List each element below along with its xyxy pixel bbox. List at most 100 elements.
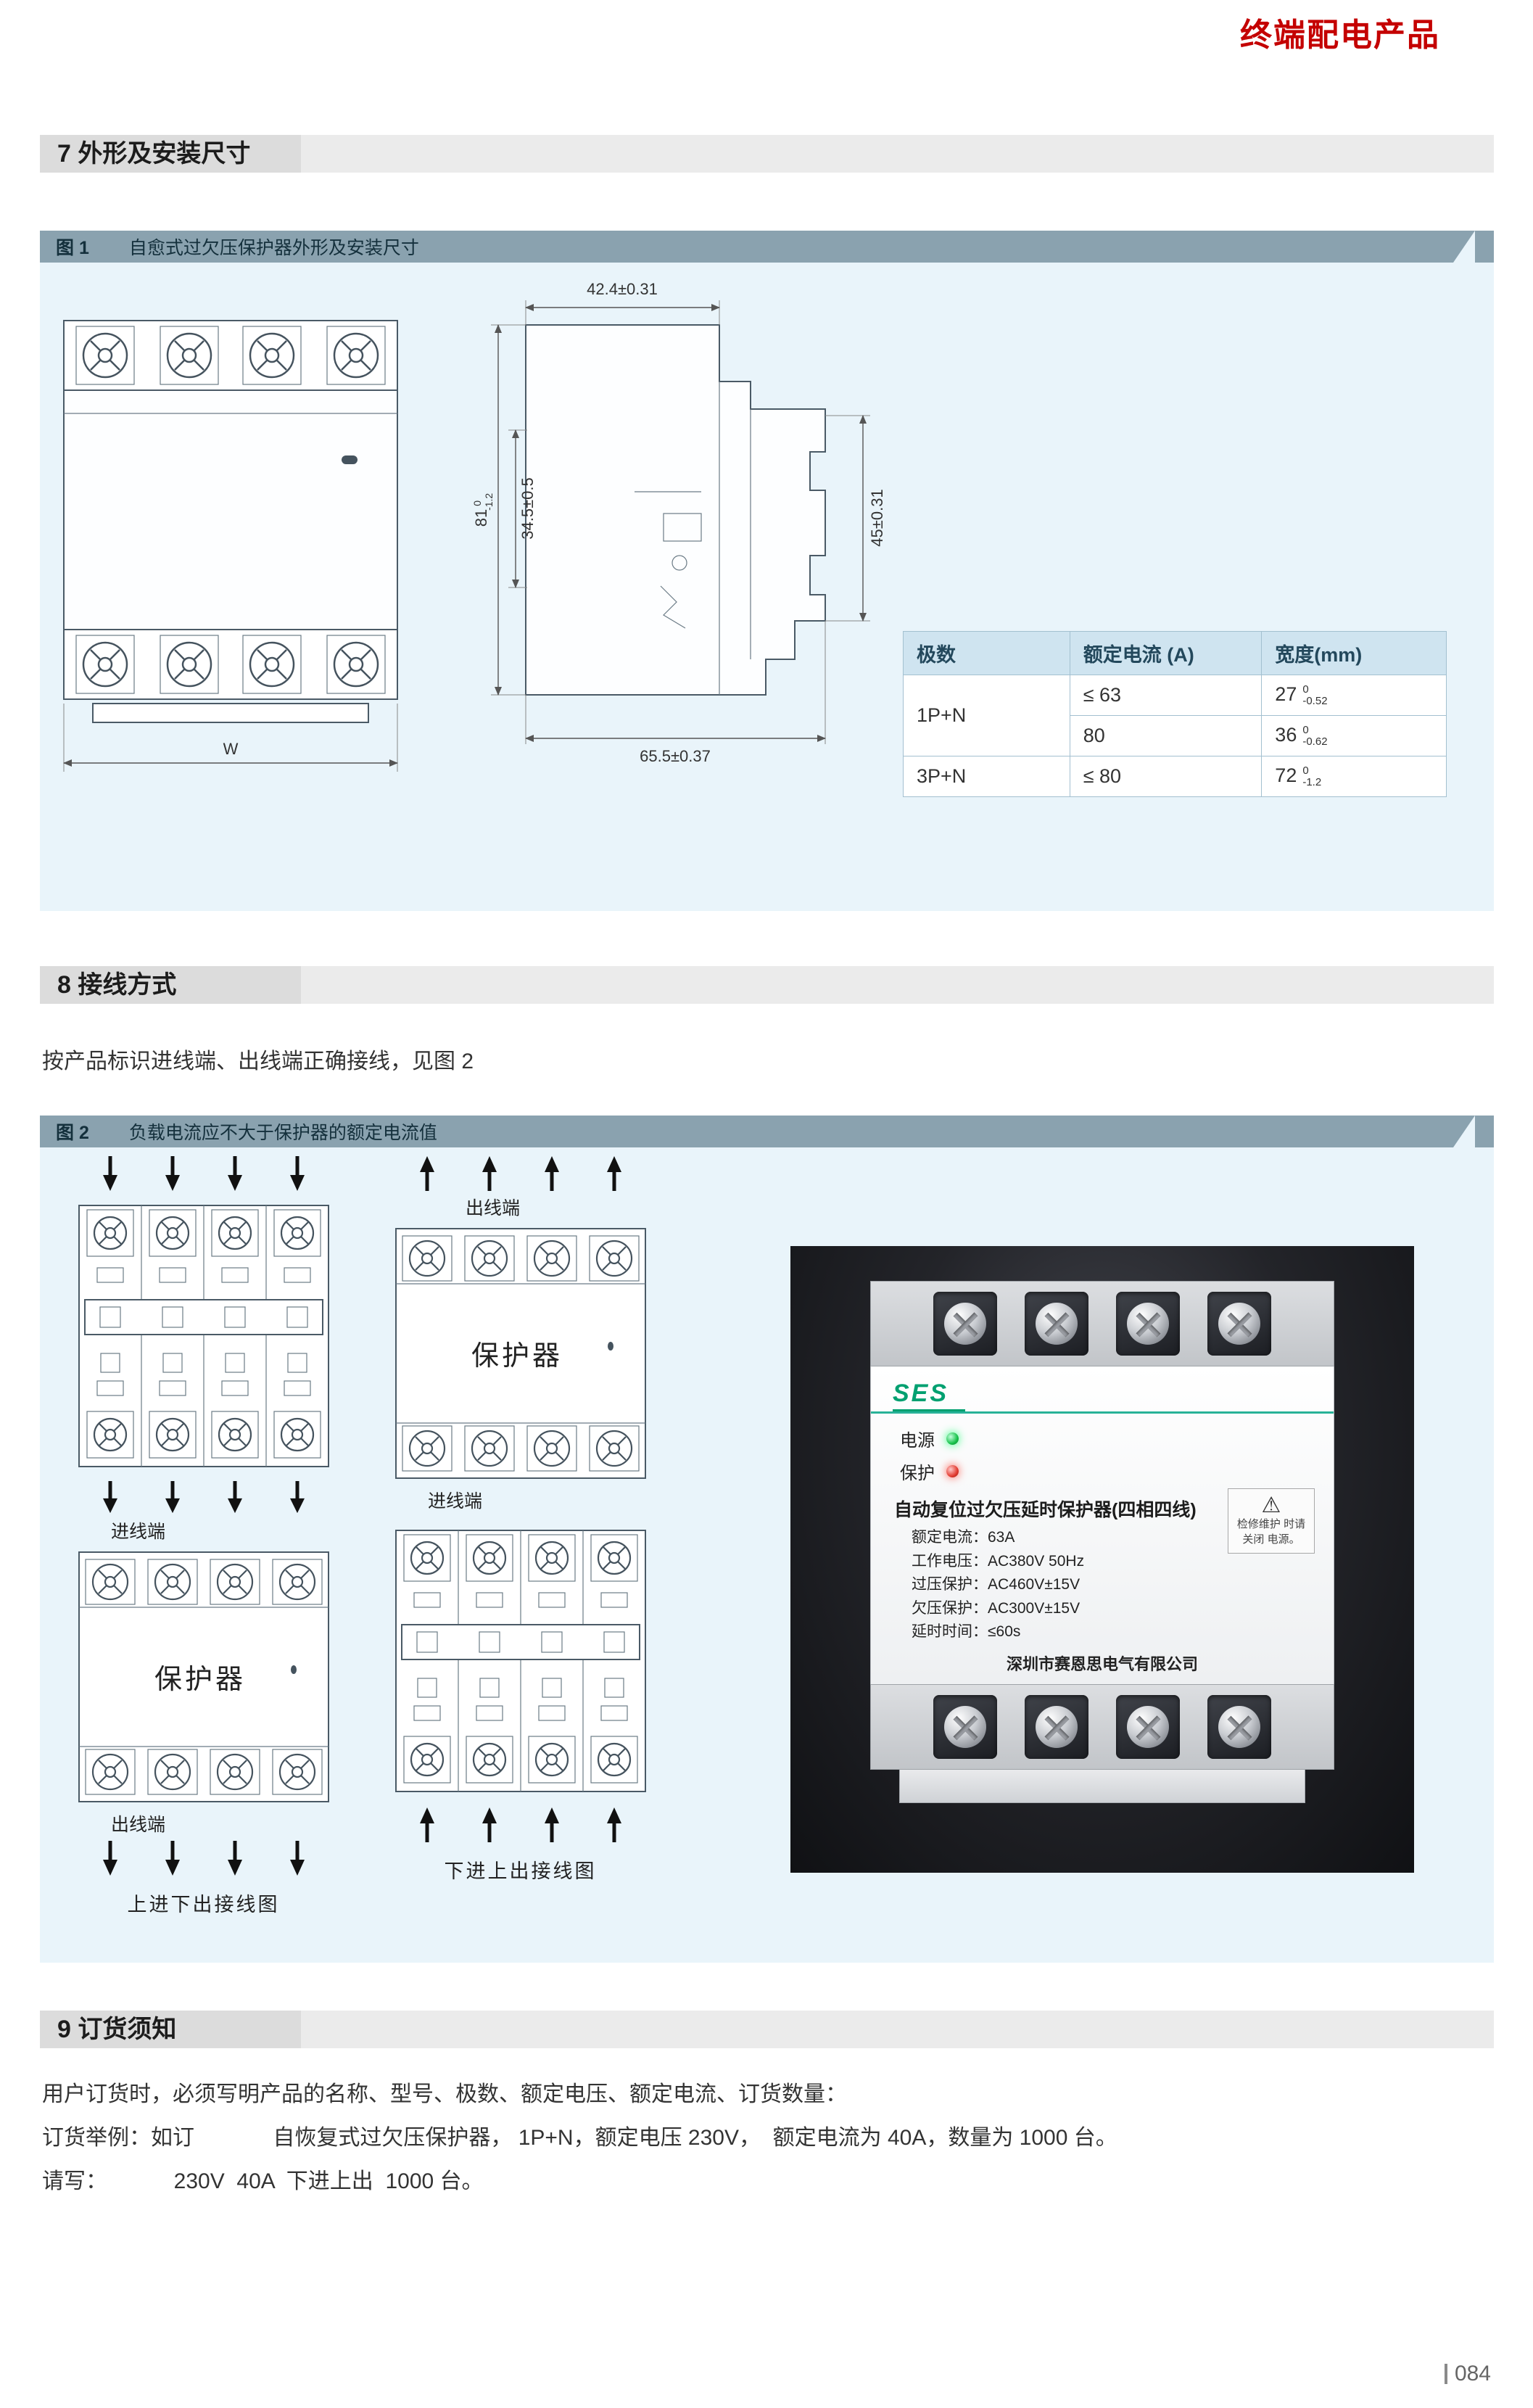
warning-icon: ⚠: [1261, 1493, 1281, 1517]
screw-icon: [944, 1303, 986, 1345]
spec-line: 欠压保护：AC300V±15V: [912, 1599, 1080, 1617]
section-header-accent: [40, 2011, 301, 2048]
dimension-label-mid: 34.5±0.5: [518, 477, 537, 539]
header-notch: [1453, 231, 1475, 263]
brand-logo: SES: [893, 1380, 949, 1411]
terminal-recess: [1207, 1292, 1271, 1356]
section-8-heading: 8 接线方式: [57, 971, 177, 999]
screw-icon: [1218, 1303, 1260, 1345]
section-9-heading: 9 订货须知: [57, 2016, 177, 2043]
din-rail-foot: [899, 1770, 1305, 1803]
page-number: 084: [1444, 2362, 1491, 2386]
figure-2-caption: 负载电流应不大于保护器的额定电流值: [128, 1123, 437, 1143]
table-cell-current: 80: [1069, 715, 1263, 756]
spec-line: 过压保护：AC460V±15V: [912, 1576, 1080, 1593]
diagram-caption-right: 下进上出接线图: [444, 1860, 597, 1882]
arrows-out-bottom: [73, 1839, 334, 1876]
inlet-label: 进线端: [428, 1491, 483, 1512]
dimension-label-right: 45±0.31: [868, 489, 886, 546]
device-specs: 额定电流：63A 工作电压：AC380V 50Hz 过压保护：AC460V±15…: [912, 1526, 1313, 1644]
terminal-recess: [933, 1292, 997, 1356]
arrows-out-top: [390, 1155, 651, 1191]
front-view-drawing: W: [63, 320, 398, 772]
device-title: 自动复位过欠压延时保护器(四相四线): [894, 1500, 1197, 1520]
table-header-width: 宽度(mm): [1261, 631, 1447, 675]
power-led-row: 电源: [900, 1426, 1313, 1451]
breaker-drawing: [78, 1205, 329, 1467]
page-title: 终端配电产品: [1240, 17, 1440, 53]
page-number-divider: [1444, 2364, 1447, 2384]
section-8-header: 8 接线方式: [40, 966, 1494, 1004]
ordering-line-3: 请写： 230V 40A 下进上出 1000 台。: [42, 2169, 484, 2193]
protector-text: 保护器: [471, 1341, 562, 1372]
dimension-label-height: 810-1.2: [471, 493, 495, 527]
spec-line: 工作电压：AC380V 50Hz: [912, 1552, 1085, 1570]
screw-icon: [1127, 1706, 1169, 1748]
arrows-between: [73, 1481, 334, 1514]
outlet-label: 出线端: [466, 1198, 521, 1219]
protect-led-label: 保护: [900, 1464, 935, 1483]
section-9-header: 9 订货须知: [40, 2011, 1494, 2048]
protector-text: 保护器: [154, 1665, 245, 1695]
header-notch: [1453, 1116, 1475, 1147]
screw-icon: [1036, 1303, 1078, 1345]
protect-led-icon: [946, 1465, 959, 1477]
dimension-label-w: W: [223, 740, 239, 758]
dimension-label-bottom: 65.5±0.37: [640, 747, 711, 765]
screw-icon: [1127, 1303, 1169, 1345]
spec-line: 额定电流：63A: [912, 1529, 1015, 1546]
protect-led-row: 保护: [900, 1459, 1313, 1484]
table-cell-current: ≤ 63: [1069, 675, 1263, 716]
section-7-heading: 7 外形及安装尺寸: [57, 140, 251, 168]
indicator-window: [342, 455, 358, 464]
side-view-drawing: 42.4±0.31 810-1.2 34.5±0.5 45±0.31 65.5±…: [471, 280, 886, 765]
wiring-diagram-left: 进线端 保护器 出线端 上进下出接线图: [53, 1155, 354, 1917]
terminal-recess: [1116, 1695, 1180, 1759]
protector-drawing: 保护器: [394, 1228, 646, 1479]
table-header-current: 额定电流 (A): [1069, 631, 1263, 675]
terminal-recess: [1025, 1292, 1088, 1356]
section-7-header: 7 外形及安装尺寸: [40, 135, 1494, 173]
table-cell-pole: 3P+N: [903, 756, 1070, 797]
screw-icon: [1218, 1706, 1260, 1748]
section-header-accent: [40, 966, 301, 1004]
wiring-diagram-right: 出线端 保护器 进线端: [370, 1155, 671, 1884]
figure-1-caption: 自愈式过欠压保护器外形及安装尺寸: [128, 238, 419, 258]
protector-device: SES 电源 保护 自动复位过欠压延时保护器(四相四线): [870, 1281, 1334, 1873]
spec-line: 延时时间：≤60s: [912, 1623, 1021, 1641]
diagram-caption-left: 上进下出接线图: [127, 1894, 280, 1916]
accent-line: [871, 1411, 1334, 1414]
ordering-line-1: 用户订货时，必须写明产品的名称、型号、极数、额定电压、额定电流、订货数量：: [42, 2082, 847, 2106]
product-photo: SES 电源 保护 自动复位过欠压延时保护器(四相四线): [790, 1246, 1414, 1873]
screw-icon: [944, 1706, 986, 1748]
dimension-label-top: 42.4±0.31: [587, 280, 658, 298]
top-terminals: [870, 1281, 1334, 1366]
table-header-poles: 极数: [903, 631, 1070, 675]
table-cell-pole: 1P+N: [903, 675, 1070, 756]
terminal-recess: [1116, 1292, 1180, 1356]
outlet-label: 出线端: [111, 1815, 166, 1835]
bottom-terminals: [870, 1684, 1334, 1770]
company-name: 深圳市赛恩思电气有限公司: [1006, 1654, 1198, 1673]
terminal-recess: [1207, 1695, 1271, 1759]
section-8-intro: 按产品标识进线端、出线端正确接线，见图 2: [42, 1050, 474, 1073]
power-led-label: 电源: [900, 1431, 935, 1451]
terminal-recess: [933, 1695, 997, 1759]
ordering-line-2: 订货举例：如订 自恢复式过欠压保护器， 1P+N，额定电压 230V， 额定电流…: [42, 2126, 1117, 2150]
protector-drawing: 保护器: [78, 1551, 329, 1802]
device-face: SES 电源 保护 自动复位过欠压延时保护器(四相四线): [870, 1366, 1334, 1684]
figure-2-header: 图 2 负载电流应不大于保护器的额定电流值: [40, 1116, 1494, 1147]
warning-text: 检修维护 时请关闭 电源。: [1236, 1518, 1306, 1546]
figure-1-header: 图 1 自愈式过欠压保护器外形及安装尺寸: [40, 231, 1494, 263]
breaker-drawing: [394, 1530, 646, 1792]
screw-icon: [1036, 1706, 1078, 1748]
figure-2: 图 2 负载电流应不大于保护器的额定电流值: [40, 1116, 1494, 1963]
figure-1-label: 图 1: [56, 238, 89, 258]
